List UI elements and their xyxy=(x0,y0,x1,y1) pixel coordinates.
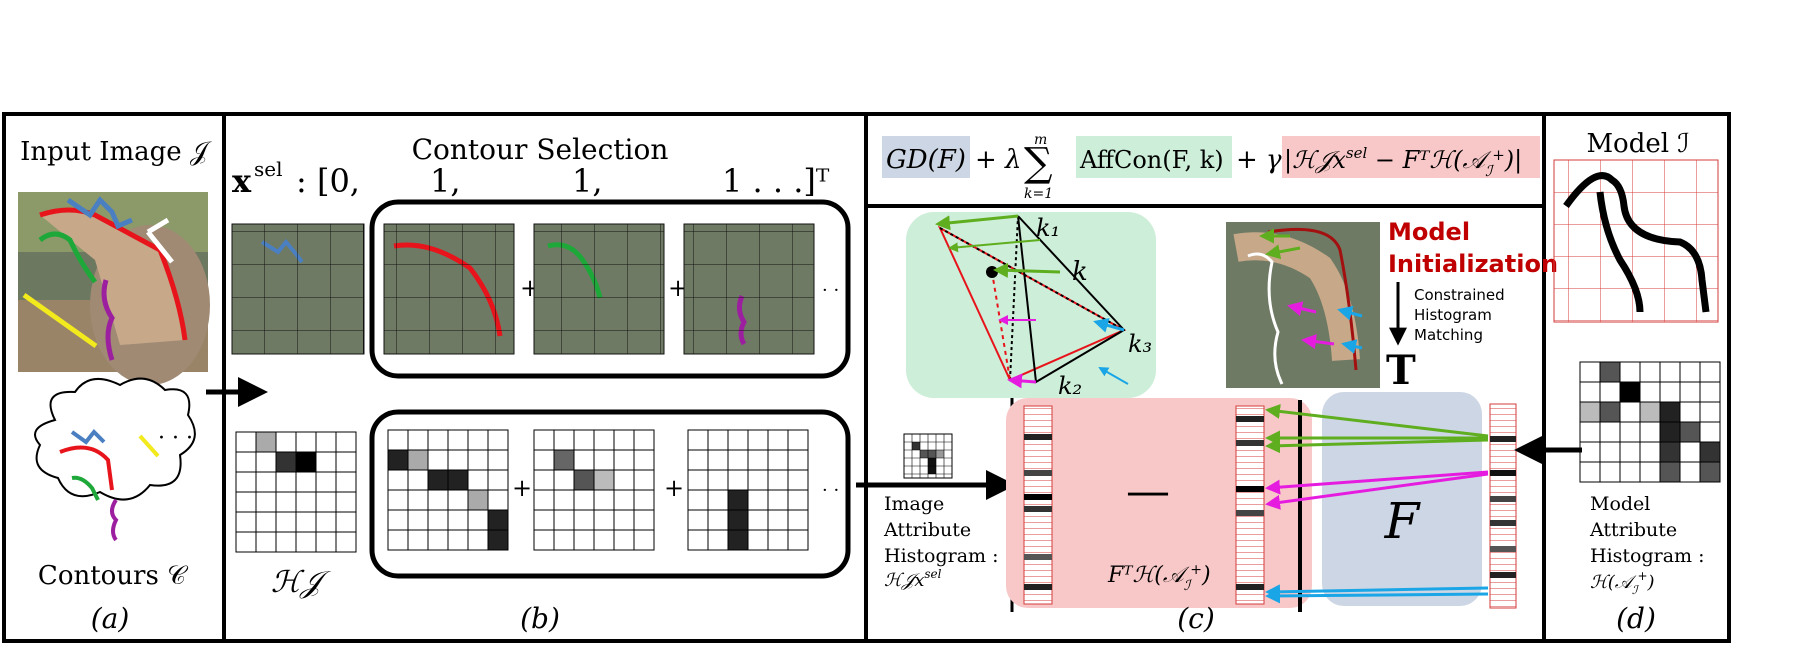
xsel-superscript: sel xyxy=(254,157,283,181)
input-image-giraffe xyxy=(18,192,210,385)
image-hist-line-1: Image xyxy=(884,493,944,515)
selected-histograms-box xyxy=(369,409,851,579)
contour-selection-title: Contour Selection xyxy=(412,133,669,166)
contours-cloud: · · · xyxy=(34,377,196,542)
panel-frames xyxy=(2,112,1731,643)
panel-a: Input Image 𝒥 · · · Contours 𝒞 (a) xyxy=(18,137,212,635)
xsel-value-0: : [0, xyxy=(296,162,360,200)
eq-sum-bottom: k=1 xyxy=(1024,186,1053,202)
hist-grid-0 xyxy=(235,431,357,553)
eq-gd: GD(F) xyxy=(886,145,966,175)
transformed-histogram-bar xyxy=(1235,405,1265,605)
minus-sign: — xyxy=(1126,466,1170,517)
histogram-matching: — Fᵀℋ(𝒜ℐ+) F xyxy=(1006,392,1517,612)
xsel-value-2: 1, xyxy=(572,162,603,200)
hist-grid-3 xyxy=(687,429,809,551)
xsel-value-3: 1 . . .]ᵀ xyxy=(722,162,830,200)
thumb-purple xyxy=(683,223,815,355)
image-hist-formula: ℋ𝒥xsel xyxy=(884,567,942,591)
model-histogram-bar xyxy=(1489,403,1517,609)
model-title: Model ℐ xyxy=(1586,129,1689,159)
hist-grid-1 xyxy=(387,429,509,551)
model-attr-formula: ℋ(𝒜ℐ+) xyxy=(1590,569,1655,597)
model-attr-line-1: Model xyxy=(1590,493,1650,515)
histogram-grids: + + · · · xyxy=(235,409,851,579)
hist-plus-2: + xyxy=(664,474,684,502)
xsel-symbol: x xyxy=(232,162,252,200)
hist-grid-2 xyxy=(533,429,655,551)
image-histogram-bar xyxy=(1023,405,1053,605)
thumb-blue xyxy=(231,223,365,355)
model-histogram-grid xyxy=(1579,361,1721,483)
contour-thumbnails: + + · · · xyxy=(231,199,851,379)
model-attr-line-3: Histogram : xyxy=(1590,545,1705,567)
panel-d: Model ℐ Model Attribute Histogram : ℋ(𝒜ℐ… xyxy=(1553,129,1721,635)
panel-a-label: (a) xyxy=(91,602,130,635)
k1-label: k₁ xyxy=(1036,214,1060,242)
eq-hist: |ℋ𝒥xsel − Fᵀℋ(𝒜ℐ+)| xyxy=(1284,144,1522,180)
k-label: k xyxy=(1072,257,1088,287)
eq-sum-top: m xyxy=(1034,132,1047,148)
objective-equation: GD(F) + λ m ∑ k=1 AffCon(F, k) + γ |ℋ𝒥xs… xyxy=(882,132,1540,202)
contours-label: Contours 𝒞 xyxy=(38,561,189,591)
model-init-title-1: Model xyxy=(1388,218,1470,246)
panel-b: Contour Selection x sel : [0, 1, 1, 1 . … xyxy=(231,133,851,635)
T-symbol: T xyxy=(1386,347,1416,394)
hist-plus-1: + xyxy=(512,474,532,502)
thumb-green xyxy=(533,223,665,355)
cloud-ellipsis: · · · xyxy=(158,426,193,451)
model-init-title-2: Initialization xyxy=(1388,250,1558,278)
image-hist-line-3: Histogram : xyxy=(884,545,999,567)
plus-2: + xyxy=(668,274,688,302)
chm-line-1: Constrained xyxy=(1414,286,1505,304)
input-image-title: Input Image 𝒥 xyxy=(20,137,212,167)
model-attr-line-2: Attribute xyxy=(1589,519,1677,541)
chm-line-3: Matching xyxy=(1414,326,1483,344)
ft-formula: Fᵀℋ(𝒜ℐ+) xyxy=(1107,562,1211,594)
k2-label: k₂ xyxy=(1058,372,1082,400)
panel-c: GD(F) + λ m ∑ k=1 AffCon(F, k) + γ |ℋ𝒥xs… xyxy=(882,132,1558,635)
selected-contours-box xyxy=(369,199,851,379)
F-symbol: F xyxy=(1384,492,1422,550)
xsel-value-1: 1, xyxy=(430,162,461,200)
chm-line-2: Histogram xyxy=(1414,306,1492,324)
eq-plus-gamma: + γ xyxy=(1236,145,1282,175)
eq-sum: ∑ xyxy=(1024,140,1053,186)
mapping-arrows xyxy=(1265,403,1489,604)
image-hist-line-2: Attribute xyxy=(883,519,971,541)
model-shape-grid xyxy=(1553,159,1719,323)
panel-b-label: (b) xyxy=(520,602,560,635)
k3-label: k₃ xyxy=(1128,330,1152,358)
thumb-ellipsis: · · · xyxy=(822,280,851,301)
eq-plus-lambda: + λ xyxy=(975,145,1022,175)
model-initialization-image xyxy=(1226,222,1380,388)
small-histogram-icon xyxy=(903,433,953,479)
panel-c-label: (c) xyxy=(1177,602,1215,635)
thumb-red xyxy=(383,223,515,355)
hist-label: ℋ𝒥 xyxy=(271,565,332,600)
affine-consistency-diagram: k₁ k k₃ k₂ xyxy=(906,212,1156,400)
hist-ellipsis: · · · xyxy=(822,480,851,501)
panel-d-label: (d) xyxy=(1616,602,1656,635)
eq-affcon: AffCon(F, k) xyxy=(1079,146,1224,174)
